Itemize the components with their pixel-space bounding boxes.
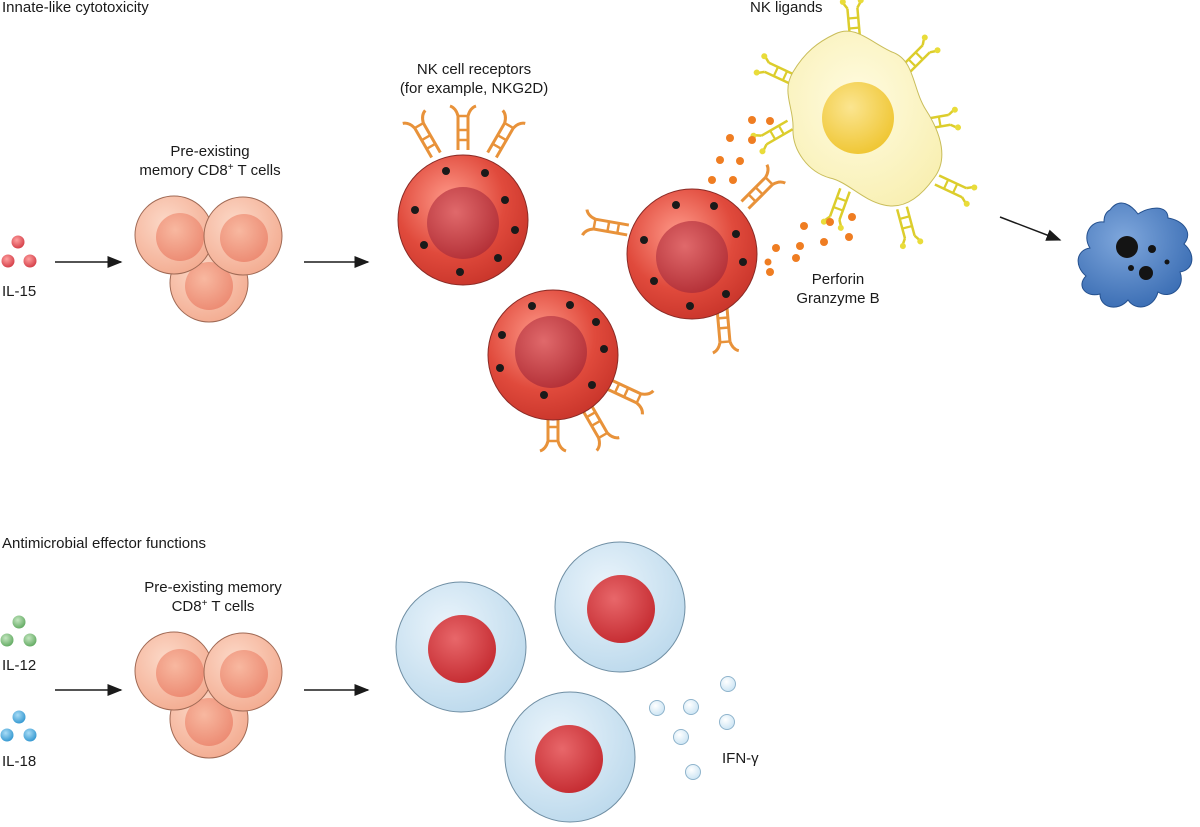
nk-receptor <box>448 104 478 152</box>
target-cell <box>748 0 980 251</box>
label-il12: IL-12 <box>2 657 37 674</box>
memory-cd8-cluster-bottom <box>134 631 283 759</box>
nk-receptor <box>479 108 527 163</box>
label-il15: IL-15 <box>2 283 37 300</box>
apoptotic-body <box>1116 236 1138 258</box>
label-memory-top-line2: memory CD8+ T cells <box>139 162 281 179</box>
label-perforin-granzyme: Perforin Granzyme B <box>796 270 879 308</box>
label-il18: IL-18 <box>2 753 37 770</box>
memory-nucleus <box>185 262 233 310</box>
label-nk-ligands: NK ligands <box>750 0 823 16</box>
apoptotic-body <box>1164 259 1170 265</box>
effector-nucleus <box>656 221 728 293</box>
il15-cytokine <box>23 254 37 268</box>
granules <box>411 167 519 276</box>
nk-like-cell-lower <box>487 289 655 453</box>
nk-receptor <box>580 208 632 245</box>
il18-cytokine <box>0 728 14 742</box>
il18-cytokine <box>23 728 37 742</box>
perforin-granzyme-granules <box>708 116 856 276</box>
label-nk-receptors-line1: NK cell receptors <box>416 61 532 78</box>
il15-cytokine <box>1 254 15 268</box>
apoptotic-body <box>1139 266 1153 280</box>
il12-cytokine <box>0 633 14 647</box>
memory-cd8-cluster-top <box>134 195 283 323</box>
label-perforin: Perforin <box>811 271 865 288</box>
label-ifn-gamma: IFN-γ <box>722 750 759 767</box>
label-nk-receptors: NK cell receptors (for example, NKG2D) <box>400 60 548 98</box>
il18-cytokines <box>0 710 37 742</box>
memory-nucleus <box>185 698 233 746</box>
nk-like-cell-engaging <box>580 163 787 355</box>
nk-ligand <box>818 184 858 233</box>
ifn-gamma-molecules <box>649 676 736 780</box>
granules <box>640 201 747 310</box>
il12-cytokine <box>23 633 37 647</box>
section-title-antimicrobial: Antimicrobial effector functions <box>2 535 206 552</box>
apoptotic-body <box>1128 265 1134 271</box>
activated-nucleus <box>587 575 655 643</box>
label-memory-bottom-line2: CD8+ T cells <box>171 598 255 615</box>
il18-cytokine <box>12 710 26 724</box>
label-memory-cd8-top: Pre-existing memory CD8+ T cells <box>139 142 280 180</box>
granules <box>496 301 608 399</box>
effector-nucleus <box>515 316 587 388</box>
dying-target-cell <box>1077 202 1193 308</box>
memory-nucleus <box>156 213 204 261</box>
label-memory-cd8-bottom: Pre-existing memory CD8+ T cells <box>144 578 282 616</box>
nk-receptor <box>401 108 449 163</box>
label-memory-top-line1: Pre-existing <box>170 143 250 160</box>
nk-ligand <box>889 203 926 251</box>
memory-nucleus <box>156 649 204 697</box>
il12-cytokine <box>12 615 26 629</box>
nk-like-cell-top <box>397 104 529 286</box>
activated-nucleus <box>535 725 603 793</box>
il15-cytokines <box>1 235 37 268</box>
apoptotic-body <box>1148 245 1156 253</box>
il12-cytokines <box>0 615 37 647</box>
effector-nucleus <box>427 187 499 259</box>
arrow-to-dying-cell <box>999 216 1062 241</box>
nk-ligand <box>930 167 980 210</box>
target-nucleus <box>822 82 894 154</box>
label-memory-bottom-line1: Pre-existing memory <box>144 579 282 596</box>
memory-nucleus <box>220 650 268 698</box>
il15-cytokine <box>11 235 25 249</box>
activated-nucleus <box>428 615 496 683</box>
nk-receptor <box>734 163 787 216</box>
memory-nucleus <box>220 214 268 262</box>
dying-membrane <box>1077 202 1193 308</box>
activated-cd8-cells <box>395 541 686 823</box>
label-granzyme: Granzyme B <box>796 290 880 307</box>
section-title-cytotoxicity: Innate-like cytotoxicity <box>2 0 149 16</box>
label-nk-receptors-line2: (for example, NKG2D) <box>399 80 549 97</box>
